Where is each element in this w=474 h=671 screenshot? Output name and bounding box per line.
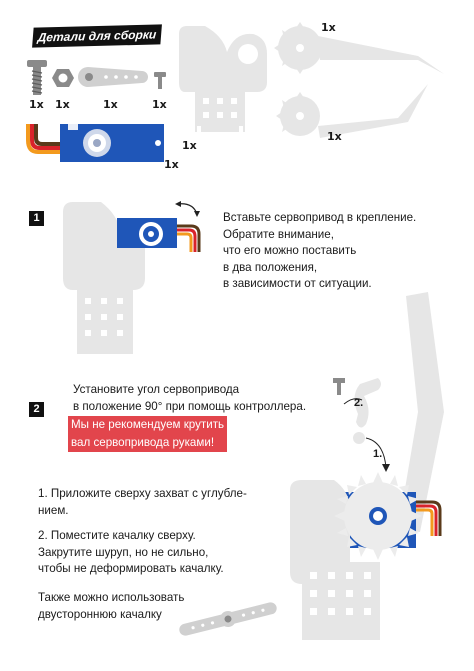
servo-qty-b: 1x bbox=[164, 158, 179, 171]
item-1-line: нием. bbox=[38, 503, 69, 517]
claw-part-image bbox=[274, 22, 444, 138]
servo-horn-icon bbox=[78, 67, 148, 87]
callout-2: 2. bbox=[354, 397, 364, 409]
parts-title: Детали для сборки bbox=[32, 24, 162, 48]
step-1-badge: 1 bbox=[29, 211, 44, 226]
bracket-part-image bbox=[179, 26, 267, 132]
warning-line: вал сервопривода руками! bbox=[68, 434, 228, 452]
nut-icon bbox=[52, 69, 74, 87]
nut-qty: 1x bbox=[55, 98, 70, 111]
step-2-note: Также можно использовать двустороннюю ка… bbox=[38, 590, 184, 623]
servo-icon bbox=[26, 124, 164, 162]
note-line: Также можно использовать bbox=[38, 591, 185, 604]
step-2-illustration bbox=[290, 292, 444, 640]
servo-qty-a: 1x bbox=[182, 139, 197, 152]
warning-line: Мы не рекомендуем крутить bbox=[68, 416, 228, 434]
screw-icon bbox=[27, 60, 47, 95]
item-2-line: чтобы не деформировать качалку. bbox=[38, 562, 224, 576]
step-2-item-2: 2. Поместите качалку сверху. Закрутите ш… bbox=[38, 528, 224, 578]
step-1-instructions: Вставьте сервопривод в крепление. Обрати… bbox=[223, 210, 416, 293]
step-2-item-1: 1. Приложите сверху захват с углубле- ни… bbox=[38, 486, 278, 519]
callout-1: 1. bbox=[373, 448, 383, 460]
step-1-line: Обратите внимание, bbox=[223, 227, 334, 241]
small-screw-qty: 1x bbox=[152, 98, 167, 111]
item-2-line: 2. Поместите качалку сверху. bbox=[38, 529, 196, 542]
claw-qty-a: 1x bbox=[321, 21, 336, 34]
step-1-line: Вставьте сервопривод в крепление. bbox=[223, 211, 417, 224]
double-horn-icon bbox=[179, 602, 277, 636]
step-1-line: что его можно поставить bbox=[223, 244, 357, 258]
item-1-line: 1. Приложите сверху захват с углубле- bbox=[38, 487, 247, 500]
step-1-line: в два положения, bbox=[223, 260, 318, 274]
step-2-intro-line: в положение 90° при помощь контроллера. bbox=[73, 399, 307, 413]
step-1-line: в зависимости от ситуации. bbox=[223, 277, 372, 291]
screw-qty: 1x bbox=[29, 98, 44, 111]
step-2-intro: Установите угол сервопривода в положение… bbox=[73, 382, 306, 415]
small-screw-icon bbox=[154, 72, 166, 89]
step-1-illustration bbox=[63, 201, 201, 354]
horn-qty: 1x bbox=[103, 98, 118, 111]
item-2-line: Закрутите шуруп, но не сильно, bbox=[38, 545, 209, 559]
warning-box: Мы не рекомендуем крутить вал сервоприво… bbox=[68, 416, 228, 452]
step-2-badge: 2 bbox=[29, 402, 44, 417]
claw-qty-b: 1x bbox=[327, 130, 342, 143]
step-2-intro-line: Установите угол сервопривода bbox=[73, 383, 240, 396]
note-line: двустороннюю качалку bbox=[38, 607, 162, 621]
